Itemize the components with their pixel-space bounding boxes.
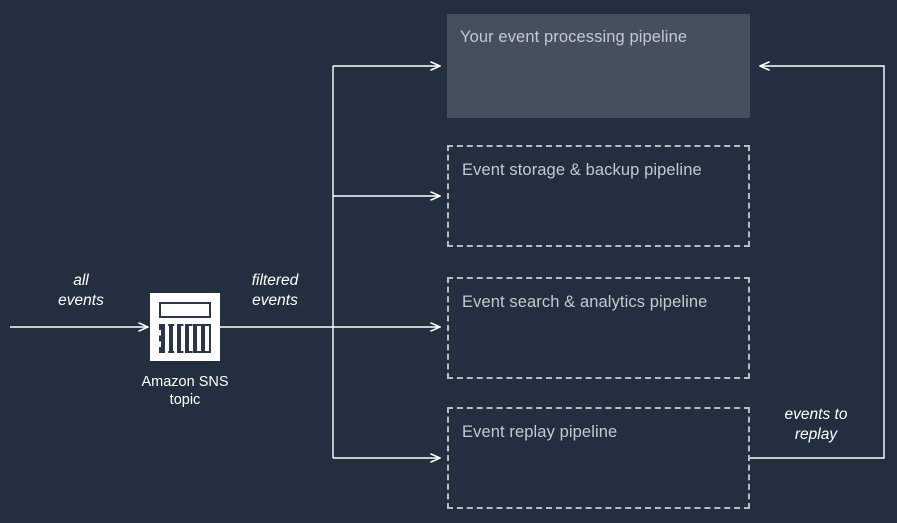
pipeline-box-event-replay[interactable]: Event replay pipeline: [447, 407, 750, 509]
edge-caption-events-to-replay: events to replay: [784, 406, 848, 443]
pipeline-box-event-storage-backup[interactable]: Event storage & backup pipeline: [447, 145, 750, 247]
pipeline-label-event-processing: Your event processing pipeline: [460, 28, 688, 46]
pipeline-label-event-search-analytics: Event search & analytics pipeline: [462, 293, 708, 311]
pipeline-box-event-search-analytics[interactable]: Event search & analytics pipeline: [447, 277, 750, 379]
sns-icon-header-bar: [159, 302, 211, 318]
edge-caption-all-events: all events: [58, 272, 104, 309]
sns-icon-grid: [159, 324, 211, 353]
pipeline-box-event-processing[interactable]: Your event processing pipeline: [447, 14, 750, 118]
node-amazon-sns-topic[interactable]: Amazon SNS topic: [141, 293, 255, 409]
pipeline-label-event-storage-backup: Event storage & backup pipeline: [462, 161, 702, 179]
pipeline-label-event-replay: Event replay pipeline: [462, 423, 618, 441]
edge-caption-filtered-events: filtered events: [251, 272, 299, 309]
sns-topic-icon: [150, 293, 220, 361]
node-label-amazon-sns-topic: Amazon SNS topic: [141, 374, 229, 408]
edge-events-to-replay-line: [750, 66, 885, 459]
